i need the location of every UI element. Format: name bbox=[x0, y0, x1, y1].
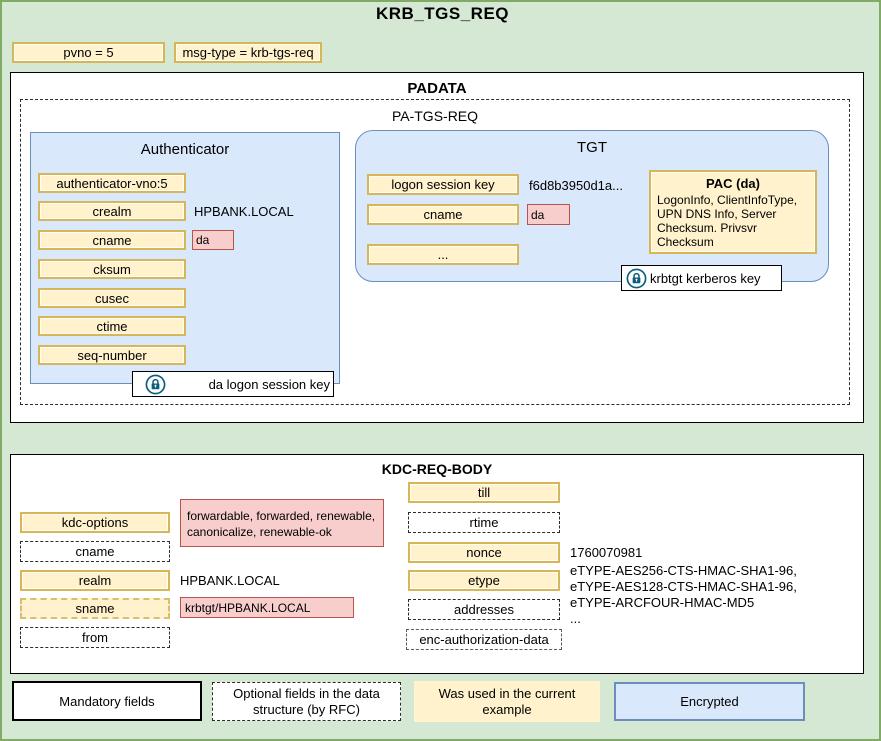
kdc-field-till: till bbox=[408, 482, 560, 503]
auth-field-ctime: ctime bbox=[38, 316, 186, 336]
auth-encryption-key-label: da logon session key bbox=[208, 376, 330, 392]
tgt-title: TGT bbox=[577, 138, 607, 156]
kdc-etype-values: eTYPE-AES256-CTS-HMAC-SHA1-96, eTYPE-AES… bbox=[570, 563, 797, 627]
kdc-nonce-value: 1760070981 bbox=[570, 545, 643, 560]
tgt-cname-value: da bbox=[527, 204, 570, 225]
lock-icon bbox=[145, 374, 166, 395]
kdc-req-body-title: KDC-REQ-BODY bbox=[381, 461, 493, 477]
auth-crealm-value: HPBANK.LOCAL bbox=[194, 204, 294, 219]
pa-tgs-req-title: PA-TGS-REQ bbox=[391, 108, 479, 124]
field-pvno: pvno = 5 bbox=[12, 42, 165, 63]
tgt-encryption-key-label: krbtgt kerberos key bbox=[650, 270, 761, 286]
etype-value-line: ... bbox=[570, 611, 581, 626]
lock-icon bbox=[626, 268, 647, 289]
auth-field-seq-number: seq-number bbox=[38, 345, 186, 365]
kdc-field-etype: etype bbox=[408, 570, 560, 591]
kdc-field-rtime: rtime bbox=[408, 512, 560, 533]
etype-value-line: eTYPE-ARCFOUR-HMAC-MD5 bbox=[570, 595, 755, 610]
kdc-field-sname: sname bbox=[20, 598, 170, 619]
legend-optional: Optional fields in the data structure (b… bbox=[212, 682, 401, 721]
auth-field-cusec: cusec bbox=[38, 288, 186, 308]
kdc-field-addresses: addresses bbox=[408, 599, 560, 620]
pac-title: PAC (da) bbox=[706, 176, 760, 191]
kdc-field-nonce: nonce bbox=[408, 542, 560, 563]
tgt-encryption-key-box: krbtgt kerberos key bbox=[621, 265, 782, 291]
pac-body: LogonInfo, ClientInfoType, UPN DNS Info,… bbox=[657, 193, 798, 249]
auth-encryption-key-box: da logon session key bbox=[132, 371, 334, 397]
kdc-field-realm: realm bbox=[20, 570, 170, 591]
kdc-field-cname: cname bbox=[20, 541, 170, 562]
authenticator-title: Authenticator bbox=[140, 140, 230, 158]
etype-value-line: eTYPE-AES128-CTS-HMAC-SHA1-96, bbox=[570, 579, 797, 594]
auth-field-authenticator-vno: authenticator-vno:5 bbox=[38, 173, 186, 193]
kdc-options-value: forwardable, forwarded, renewable, canon… bbox=[180, 499, 384, 547]
tgt-field-cname: cname bbox=[367, 204, 519, 225]
kdc-realm-value: HPBANK.LOCAL bbox=[180, 573, 280, 588]
auth-cname-value: da bbox=[192, 230, 234, 250]
kdc-field-enc-authorization-data: enc-authorization-data bbox=[406, 629, 562, 650]
auth-field-cname: cname bbox=[38, 230, 186, 250]
legend-mandatory: Mandatory fields bbox=[12, 681, 202, 721]
etype-value-line: eTYPE-AES256-CTS-HMAC-SHA1-96, bbox=[570, 563, 797, 578]
pac-box: PAC (da) LogonInfo, ClientInfoType, UPN … bbox=[649, 170, 817, 254]
kdc-field-from: from bbox=[20, 627, 170, 648]
kdc-field-kdc-options: kdc-options bbox=[20, 512, 170, 533]
auth-field-crealm: crealm bbox=[38, 201, 186, 221]
tgt-logon-session-key-value: f6d8b3950d1a... bbox=[529, 178, 623, 193]
field-msg-type: msg-type = krb-tgs-req bbox=[174, 42, 322, 63]
tgt-field-ellipsis: ... bbox=[367, 244, 519, 265]
tgt-field-logon-session-key: logon session key bbox=[367, 174, 519, 195]
kdc-sname-value: krbtgt/HPBANK.LOCAL bbox=[180, 597, 354, 618]
page-title: KRB_TGS_REQ bbox=[375, 4, 510, 23]
legend-used: Was used in the current example bbox=[414, 681, 600, 722]
legend-encrypted: Encrypted bbox=[614, 682, 805, 721]
padata-title: PADATA bbox=[407, 79, 467, 97]
auth-field-cksum: cksum bbox=[38, 259, 186, 279]
